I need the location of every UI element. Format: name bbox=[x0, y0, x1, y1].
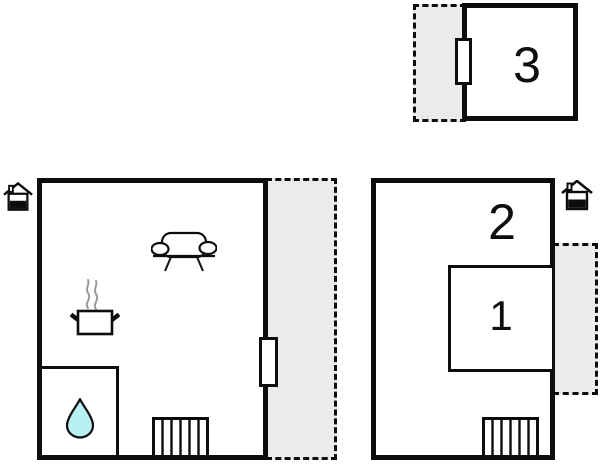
bathroom bbox=[37, 366, 119, 460]
door-marker bbox=[259, 337, 278, 387]
entrance-house-icon bbox=[561, 180, 593, 212]
room-1-label: 1 bbox=[489, 292, 513, 339]
sofa-icon bbox=[151, 230, 217, 274]
room-2-label: 2 bbox=[488, 194, 516, 250]
radiator-icon bbox=[482, 417, 539, 458]
room-1 bbox=[448, 265, 555, 372]
cooking-pot-icon bbox=[64, 277, 122, 337]
terrace-area-left bbox=[266, 178, 337, 460]
terrace-area-right bbox=[553, 243, 598, 395]
radiator-icon bbox=[152, 417, 209, 458]
entrance-house-icon bbox=[3, 182, 33, 213]
door-marker bbox=[455, 38, 472, 85]
water-drop-icon bbox=[65, 397, 95, 439]
room-3-label: 3 bbox=[513, 37, 541, 93]
